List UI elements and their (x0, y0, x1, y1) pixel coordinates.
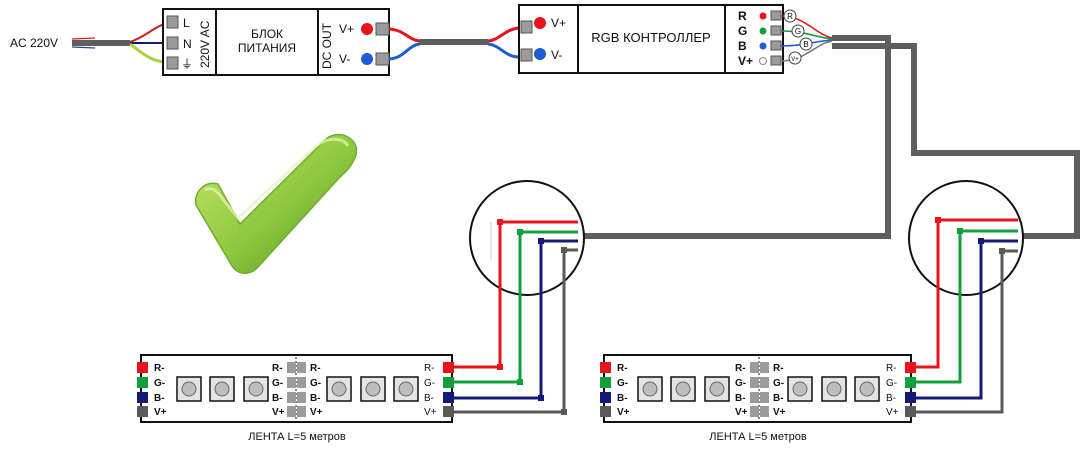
strip2-midr-b: B- (773, 393, 784, 404)
ps-out-terminal (375, 52, 390, 66)
power-supply-block (162, 8, 390, 76)
ctrl-pin-vminus: V- (551, 48, 562, 62)
strip2-midr-vplus: V+ (773, 407, 786, 418)
wire-tag-r: R (787, 12, 793, 21)
strip2-midl-vplus: V+ (735, 407, 748, 418)
ctrl-out-terminal (770, 40, 782, 51)
ctrl-out-terminal (770, 55, 782, 66)
strip2-caption: ЛЕНТА L=5 метров (709, 431, 807, 443)
ctrl-vplus-dot-out (759, 57, 767, 65)
ps-vminus-dot (361, 53, 373, 65)
ps-pin-n: N (183, 37, 192, 51)
trunk-cable (582, 35, 1080, 239)
strip2-midl-b: B- (735, 393, 746, 404)
wire-tag-vplus: V+ (791, 57, 799, 63)
rgb-controller-block (518, 4, 784, 74)
ps-name-line1: БЛОК (251, 27, 283, 41)
strip1-feed-wires (453, 222, 567, 415)
strip2-left-g: G- (617, 378, 628, 389)
wire-tag-b: B (803, 40, 808, 49)
strip1-midr-b: B- (310, 393, 321, 404)
strip2-right-r: R- (886, 363, 897, 374)
ctrl-vplus-dot (534, 17, 546, 29)
ctrl-out-terminal (770, 10, 782, 21)
strip1-right-vplus: V+ (424, 407, 437, 418)
strip2-left-r: R- (617, 363, 628, 374)
strip2-midr-r: R- (773, 363, 784, 374)
ac-input-cable (71, 21, 175, 65)
strip2-left-b: B- (617, 393, 628, 404)
ps-pin-l: L (183, 16, 190, 30)
ctrl-out-b: B (738, 39, 747, 53)
ps-vplus-dot (361, 23, 373, 35)
strip1-midr-vplus: V+ (310, 407, 323, 418)
wire-tag-group (783, 9, 813, 65)
strip1-right-g: G- (424, 378, 435, 389)
strip1-midr-g: G- (310, 378, 321, 389)
strip1-left-b: B- (154, 393, 165, 404)
wire-tag-g: G (795, 27, 801, 36)
ps-name-line2: ПИТАНИЯ (238, 41, 296, 55)
strip2-midl-r: R- (735, 363, 746, 374)
ps-input-label: 220V AC (198, 20, 212, 68)
strip2-left-vplus: V+ (617, 407, 630, 418)
ps-pin-vminus: V- (339, 52, 350, 66)
strip1-left-r: R- (154, 363, 165, 374)
strip1-midl-b: B- (272, 393, 283, 404)
strip2-right-vplus: V+ (886, 407, 899, 418)
ctrl-g-dot (759, 27, 767, 35)
ground-icon: ⏚ (181, 57, 193, 71)
ctrl-out-vplus: V+ (738, 54, 753, 68)
ctrl-out-r: R (738, 9, 747, 23)
strip1-left-vplus: V+ (154, 407, 167, 418)
strip1-left-g: G- (154, 378, 165, 389)
ctrl-vminus-dot (534, 48, 546, 60)
strip2-feed-wires (916, 220, 1004, 414)
ac-input-label: AC 220V (10, 36, 58, 50)
led-strip-2 (600, 354, 916, 423)
ps-out-terminal (375, 22, 390, 36)
led-strip-1 (137, 354, 454, 423)
strip1-midl-g: G- (272, 378, 283, 389)
strip2-right-g: G- (886, 378, 897, 389)
ctrl-r-dot (759, 12, 767, 20)
ctrl-b-dot (759, 42, 767, 50)
connection-magnifier-1 (469, 180, 585, 296)
strip1-midl-r: R- (272, 363, 283, 374)
strip1-midr-r: R- (310, 363, 321, 374)
strip2-midr-g: G- (773, 378, 784, 389)
strip1-caption: ЛЕНТА L=5 метров (248, 431, 346, 443)
strip2-right-b: B- (886, 393, 896, 404)
strip1-right-r: R- (424, 363, 435, 374)
ctrl-out-g: G (738, 24, 747, 38)
strip1-midl-vplus: V+ (272, 407, 285, 418)
strip2-midl-g: G- (735, 378, 746, 389)
ps-output-label: DC OUT (320, 22, 334, 69)
controller-name: RGB КОНТРОЛЛЕР (591, 30, 710, 45)
dc-cable (388, 26, 520, 61)
connection-magnifier-2 (908, 180, 1024, 296)
ps-pin-vplus: V+ (339, 22, 354, 36)
ctrl-pin-vplus: V+ (551, 16, 566, 30)
strip1-right-b: B- (424, 393, 434, 404)
checkmark-icon (194, 133, 358, 274)
ctrl-out-terminal (770, 25, 782, 36)
